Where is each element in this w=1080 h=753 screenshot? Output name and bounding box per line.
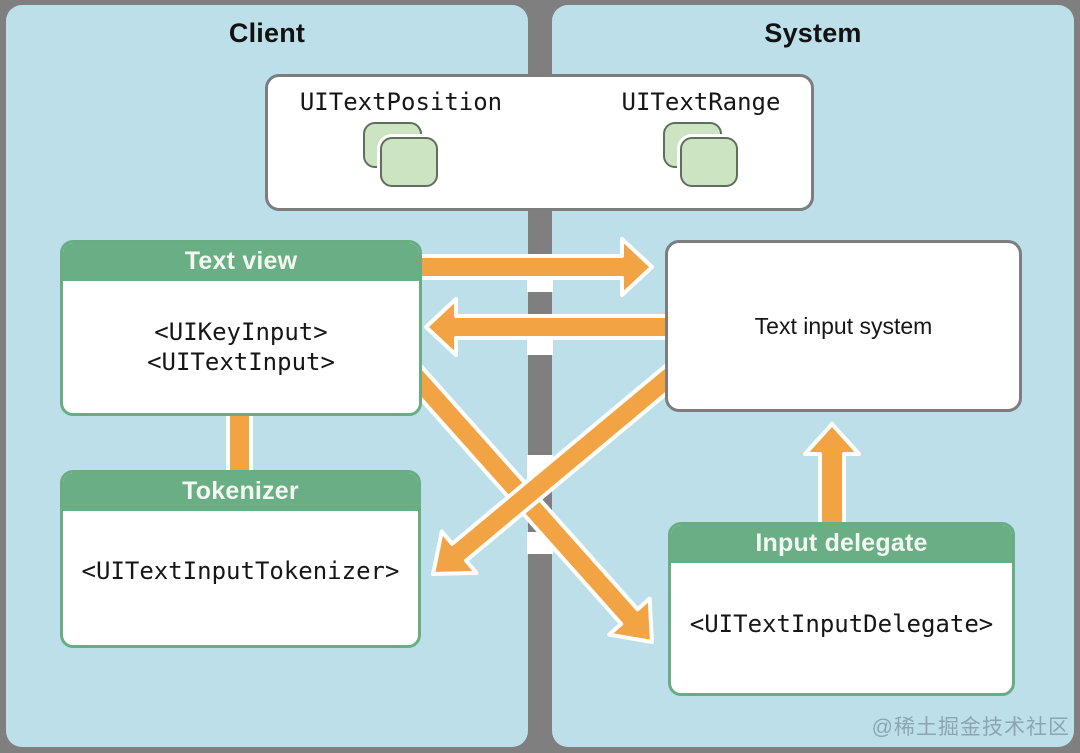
stacked-objects-icon: [663, 122, 739, 190]
text-input-system-label: Text input system: [754, 312, 933, 339]
watermark: @稀土掘金技术社区: [871, 716, 1070, 739]
input-delegate-header: Input delegate: [671, 525, 1012, 563]
input-delegate-protocols: <UITextInputDelegate>: [671, 563, 1012, 693]
protocol-uitextinputdelegate: <UITextInputDelegate>: [689, 610, 994, 638]
stacked-objects-icon: [363, 122, 439, 190]
tokenizer-box: Tokenizer <UITextInputTokenizer>: [60, 470, 421, 648]
protocol-uikeyinput: <UIKeyInput>: [154, 318, 328, 346]
tokenizer-protocols: <UITextInputTokenizer>: [63, 511, 418, 645]
stack-square-front: [680, 137, 738, 187]
class-uitextposition-label: UITextPosition: [299, 88, 503, 116]
text-view-header: Text view: [63, 243, 419, 281]
text-view-protocols: <UIKeyInput> <UITextInput>: [63, 281, 419, 413]
client-panel-title: Client: [228, 18, 306, 48]
protocol-uitextinputtokenizer: <UITextInputTokenizer>: [81, 557, 400, 585]
class-uitextposition: UITextPosition: [268, 88, 534, 190]
protocol-uitextinput: <UITextInput>: [147, 348, 335, 376]
text-view-box: Text view <UIKeyInput> <UITextInput>: [60, 240, 422, 416]
class-uitextrange-label: UITextRange: [621, 88, 781, 116]
arrow-inputdelegate-to-system: [803, 422, 861, 537]
input-delegate-box: Input delegate <UITextInputDelegate>: [668, 522, 1015, 696]
divider-notch: [527, 277, 553, 292]
arrow-textview-to-system: [400, 237, 654, 297]
system-panel-title: System: [764, 18, 862, 48]
text-input-system-box: Text input system: [665, 240, 1022, 412]
class-uitextrange: UITextRange: [568, 88, 834, 190]
tokenizer-header: Tokenizer: [63, 473, 418, 511]
divider-notch: [527, 340, 553, 355]
arrow-system-to-tokenizer: [431, 357, 689, 576]
stack-square-front: [380, 137, 438, 187]
classes-box: UITextPosition UITextRange: [265, 74, 814, 211]
arrow-system-to-textview: [424, 297, 682, 357]
